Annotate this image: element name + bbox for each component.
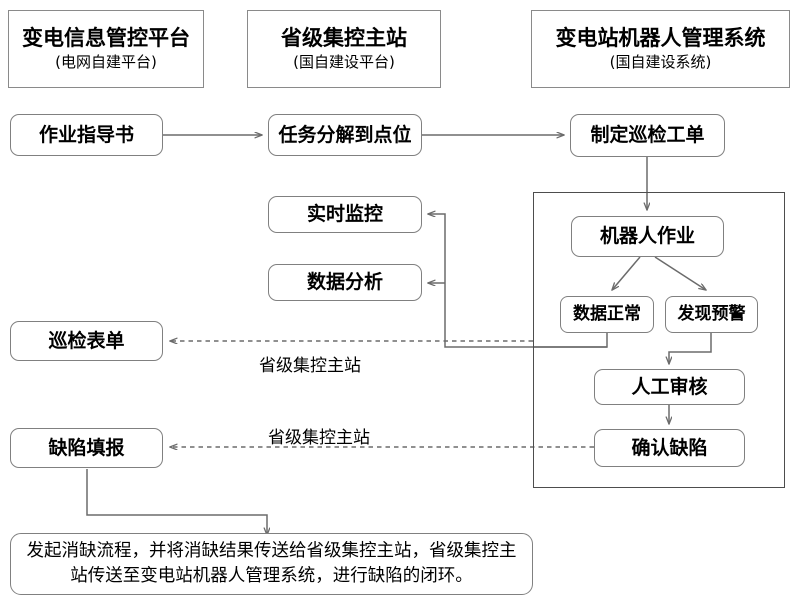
header-title: 省级集控主站 — [281, 26, 407, 51]
node-label: 发现预警 — [677, 304, 746, 325]
node-label: 确认缺陷 — [631, 436, 708, 459]
node-label: 作业指导书 — [38, 123, 134, 146]
node-manual-review[interactable]: 人工审核 — [594, 369, 745, 405]
node-label: 缺陷填报 — [48, 436, 125, 459]
node-work-instruction[interactable]: 作业指导书 — [10, 114, 163, 156]
node-data-analysis[interactable]: 数据分析 — [268, 264, 422, 301]
node-label: 数据正常 — [573, 304, 641, 325]
node-defect-report[interactable]: 缺陷填报 — [10, 428, 163, 468]
header-subtitle: (国自建设系统) — [609, 52, 712, 71]
node-data-normal[interactable]: 数据正常 — [560, 296, 654, 333]
node-label: 任务分解到点位 — [278, 123, 412, 146]
node-label: 人工审核 — [631, 375, 708, 398]
header-subtitle: (国自建设平台) — [293, 52, 395, 71]
edge-label-to-defect-report: 省级集控主站 — [268, 428, 370, 448]
node-robot-operation[interactable]: 机器人作业 — [571, 216, 724, 257]
header-box-power-info-platform: 变电信息管控平台 (电网自建平台) — [8, 10, 204, 88]
node-confirm-defect[interactable]: 确认缺陷 — [594, 429, 745, 467]
node-label: 数据分析 — [306, 271, 383, 294]
node-label: 巡检表单 — [48, 329, 125, 352]
node-realtime-monitor[interactable]: 实时监控 — [268, 196, 422, 233]
note-text: 发起消缺流程，并将消缺结果传送给省级集控主站，省级集控主站传送至变电站机器人管理… — [26, 541, 517, 586]
node-task-decompose[interactable]: 任务分解到点位 — [268, 114, 422, 156]
node-inspection-form[interactable]: 巡检表单 — [10, 321, 163, 361]
node-label: 制定巡检工单 — [590, 124, 705, 147]
header-box-robot-management-system: 变电站机器人管理系统 (国自建设系统) — [531, 10, 790, 88]
header-title: 变电站机器人管理系统 — [555, 26, 766, 51]
node-label: 实时监控 — [306, 203, 383, 226]
node-label: 机器人作业 — [599, 225, 695, 248]
header-subtitle: (电网自建平台) — [55, 52, 157, 71]
header-title: 变电信息管控平台 — [22, 26, 190, 51]
edge-label-to-inspection-form: 省级集控主站 — [259, 356, 361, 376]
header-box-provincial-master-station: 省级集控主站 (国自建设平台) — [247, 10, 441, 88]
node-make-work-order[interactable]: 制定巡检工单 — [570, 114, 725, 157]
edge-defect-report-to-note — [86, 469, 267, 535]
note-box-defect-closure: 发起消缺流程，并将消缺结果传送给省级集控主站，省级集控主站传送至变电站机器人管理… — [10, 533, 533, 595]
node-found-alarm[interactable]: 发现预警 — [665, 296, 758, 333]
